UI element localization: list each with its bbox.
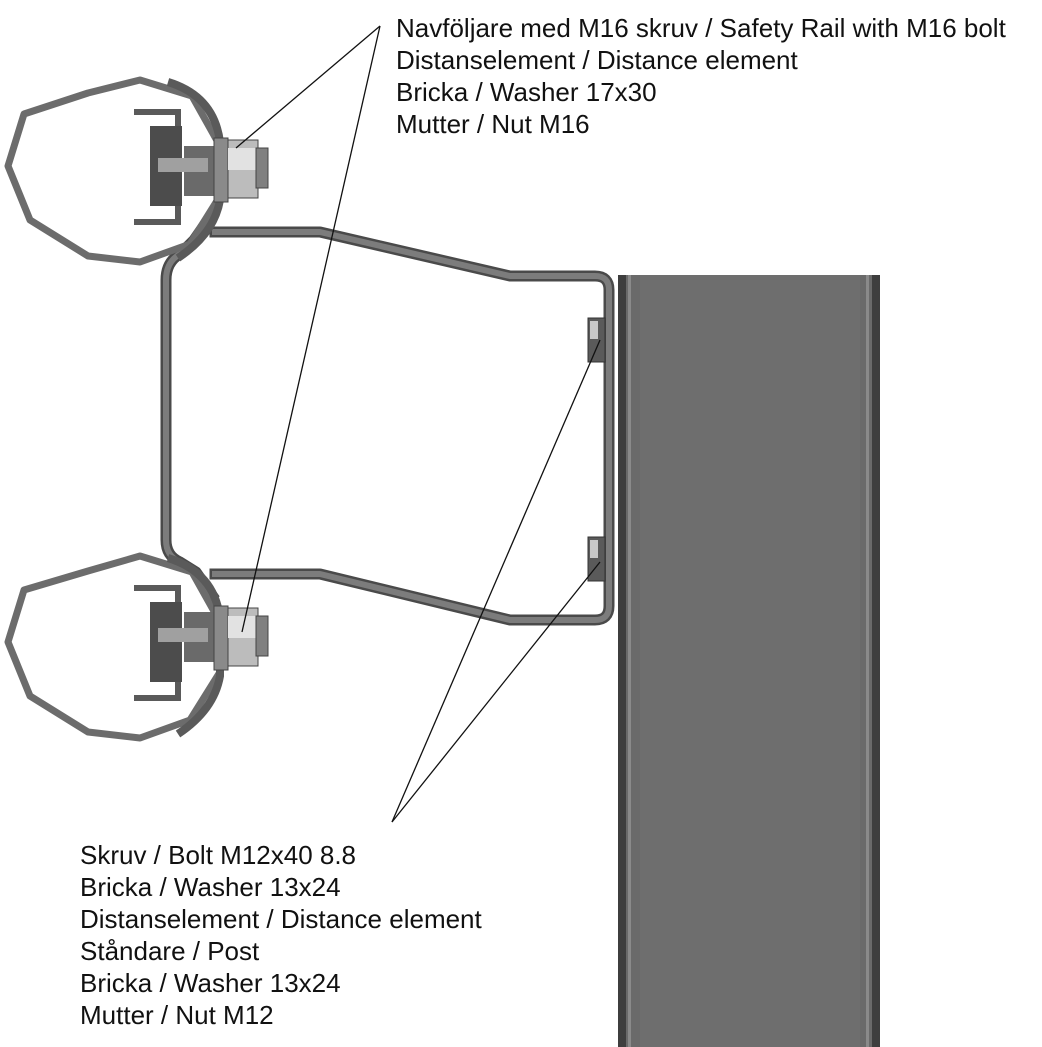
- callout-bottom-line-4: Ståndare / Post: [80, 936, 260, 966]
- post: [618, 275, 880, 1047]
- callout-top-line-4: Mutter / Nut M16: [396, 109, 590, 139]
- distance-element-bracket: [160, 206, 615, 626]
- leader-lines-top: [235, 25, 381, 633]
- callout-top: Navföljare med M16 skruv / Safety Rail w…: [396, 12, 1006, 140]
- callout-top-line-1: Navföljare med M16 skruv / Safety Rail w…: [396, 13, 1006, 43]
- m12-bolt-lower: [587, 536, 606, 582]
- callout-bottom: Skruv / Bolt M12x40 8.8 Bricka / Washer …: [80, 839, 482, 1031]
- callout-top-line-3: Bricka / Washer 17x30: [396, 77, 657, 107]
- callout-bottom-line-1: Skruv / Bolt M12x40 8.8: [80, 840, 357, 870]
- leader-lines-bottom: [391, 339, 601, 823]
- callout-bottom-line-2: Bricka / Washer 13x24: [80, 872, 341, 902]
- safety-rail-upper: [4, 76, 269, 266]
- callout-bottom-line-6: Mutter / Nut M12: [80, 1000, 274, 1030]
- m12-bolt-upper: [587, 317, 606, 363]
- callout-top-line-2: Distanselement / Distance element: [396, 45, 798, 75]
- callout-bottom-line-3: Distanselement / Distance element: [80, 904, 482, 934]
- callout-bottom-line-5: Bricka / Washer 13x24: [80, 968, 341, 998]
- safety-rail-lower: [4, 552, 269, 742]
